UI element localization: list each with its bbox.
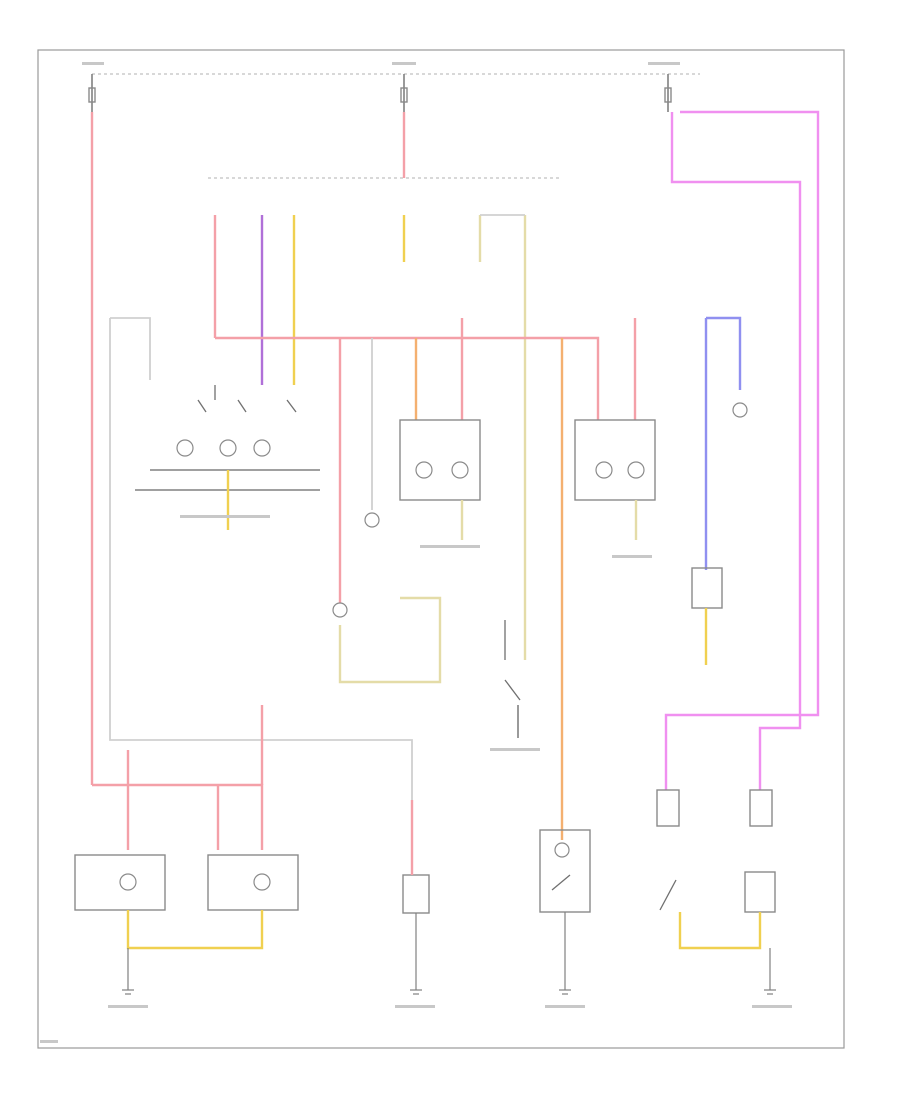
diagram-frame — [37, 49, 845, 1049]
door-lamp-bulb — [364, 512, 380, 528]
right-lamp-bulb-a — [595, 461, 613, 479]
right-footwell-bulb — [253, 873, 271, 891]
glove-box-bulb-b — [451, 461, 469, 479]
front-interior-lamp — [135, 385, 320, 530]
wire-red-lower-bus — [92, 783, 264, 850]
rear-door-lamp-left — [656, 789, 680, 827]
ash-tray-lamp — [539, 829, 591, 913]
fuse-center — [400, 74, 408, 112]
wire-yellow-rear-ground — [678, 912, 762, 950]
vanity-mirror-lamp — [402, 874, 430, 914]
blue-lamp-bulb — [732, 402, 748, 418]
rear-door-lamp-right — [749, 789, 773, 827]
right-lamp-bulb-b — [627, 461, 645, 479]
ash-tray-bulb — [554, 842, 570, 858]
ground-ash-tray — [559, 912, 571, 995]
trunk-lamp-switch — [691, 567, 723, 609]
left-footwell-bulb — [119, 873, 137, 891]
rear-door-switch-left — [659, 879, 677, 911]
wire-gray-bus-left — [110, 317, 151, 380]
wire-pink-right-b — [664, 110, 820, 790]
right-footwell-lamp — [207, 854, 299, 911]
wire-blue-right — [706, 316, 742, 390]
glove-box-bulb-a — [415, 461, 433, 479]
fuse-left — [88, 74, 96, 112]
wire-red-bus — [215, 336, 600, 420]
wire-tan-loop — [338, 596, 442, 684]
wire-yellow-footwell-ground — [126, 910, 264, 950]
left-footwell-lamp — [74, 854, 166, 911]
rear-door-switch-right — [744, 871, 776, 913]
glove-box-lamp — [399, 419, 481, 501]
ground-vanity — [410, 913, 422, 995]
ground-left — [122, 948, 134, 995]
vanity-lamp-bulb — [332, 602, 348, 618]
ash-tray-switch — [551, 874, 571, 891]
center-door-switch — [504, 620, 521, 738]
ground-right — [764, 948, 776, 995]
fuse-right — [664, 74, 672, 112]
illegible-label-marks — [40, 62, 792, 1043]
wire-pink-right-a — [670, 112, 802, 790]
right-interior-lamp — [574, 419, 656, 501]
